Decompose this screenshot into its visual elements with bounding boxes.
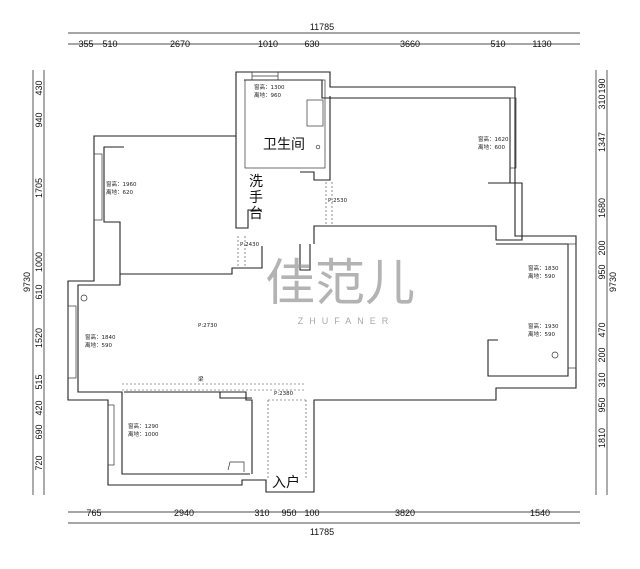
svg-text:窗高：1930: 窗高：1930 [528,322,559,330]
right-dimension-segment: 200 [597,347,607,362]
window-living-right [567,243,577,369]
right-dimension-segment: 950 [597,397,607,412]
top-dimension-segment: 510 [102,39,117,49]
window-note: 窗高：1620 离地：600 [478,135,509,151]
svg-text:窗高：1620: 窗高：1620 [478,135,509,143]
bottom-dimension-segment: 310 [254,508,269,518]
svg-text:窗高：1960: 窗高：1960 [106,180,137,188]
top-total-dimension: 11785 [310,22,334,32]
right-dimension-segment: 950 [597,264,607,279]
bathroom-outline [244,79,326,169]
top-dimension-segment: 2670 [170,39,190,49]
right-total-dimension: 9730 [608,272,618,292]
svg-text:窗高：1300: 窗高：1300 [254,83,285,91]
right-dimension-chain: 190 310 1347 1680 200 950 470 200 310 95… [595,70,618,495]
entrance-label: 入户 [272,474,300,491]
bottom-dimension-segment: 3820 [395,508,415,518]
washbasin-label-char: 手 [249,190,263,206]
svg-text:离地：590: 离地：590 [85,341,112,349]
svg-text:离地：590: 离地：590 [528,272,555,280]
right-dimension-segment: 310 [597,94,607,109]
bottom-dimension-chain: 765 2940 310 950 100 3820 1540 11785 [68,508,580,537]
pipe-icon [551,351,559,359]
window-note: 窗高：1930 离地：590 [528,322,559,338]
top-dimension-segment: 3660 [400,39,420,49]
left-dimension-segment: 515 [34,374,44,389]
left-dimension-segment: 1520 [34,328,44,348]
window-note: 窗高：1840 离地：590 [85,333,116,349]
svg-text:离地：590: 离地：590 [528,330,555,338]
door-height-note: P:2430 [240,242,260,248]
top-dimension-segment: 510 [490,39,505,49]
bottom-dimension-segment: 765 [86,508,101,518]
window-note: 窗高：1300 离地：960 [254,83,285,99]
top-dimension-segment: 630 [304,39,319,49]
window-note: 窗高：1960 离地：620 [106,180,137,196]
left-dimension-segment: 1000 [34,252,44,272]
washbasin-label-char: 洗 [249,174,263,190]
pipe-icon [315,144,321,150]
right-dimension-segment: 1810 [597,428,607,448]
walls [67,71,577,493]
top-dimension-chain: 11785 355 510 2670 1010 630 3660 510 113… [68,22,580,49]
bottom-dimension-segment: 2940 [174,508,194,518]
bottom-dimension-segment: 950 [281,508,296,518]
svg-text:离地：1000: 离地：1000 [128,430,159,438]
bathroom-label: 卫生间 [263,137,305,153]
left-dimension-segment: 690 [34,424,44,439]
left-total-dimension: 9730 [22,272,32,292]
bottom-dimension-segment: 100 [304,508,319,518]
window-living-left [67,305,77,379]
right-dimension-segment: 470 [597,322,607,337]
svg-text:窗高：1290: 窗高：1290 [128,422,159,430]
svg-text:离地：960: 离地：960 [254,91,281,99]
washbasin-label-char: 台 [249,206,263,222]
right-dimension-segment: 1347 [597,132,607,152]
left-dimension-segment: 940 [34,112,44,127]
right-dimension-segment: 310 [597,372,607,387]
left-dimension-segment: 430 [34,80,44,95]
left-dimension-segment: 610 [34,284,44,299]
top-dimension-segment: 1010 [258,39,278,49]
left-dimension-segment: 1705 [34,178,44,198]
svg-text:离地：620: 离地：620 [106,188,133,196]
watermark-subtitle: ZHUFANER [298,316,395,326]
watermark-logo: 佳范儿 [265,254,415,312]
window-left-bedroom [93,153,103,221]
window-note: 窗高：1290 离地：1000 [128,422,159,438]
beam-label: 梁 [198,375,204,383]
left-dimension-chain: 9730 430 940 1705 1000 610 1520 515 420 … [22,70,45,495]
door-height-note: P:2380 [274,391,294,397]
window-note: 窗高：1830 离地：590 [528,264,559,280]
top-dimension-segment: 1130 [532,39,551,49]
left-dimension-segment: 420 [34,400,44,415]
right-dimension-segment: 190 [597,78,607,93]
outer-wall [67,71,577,493]
right-dimension-segment: 200 [597,240,607,255]
top-dimension-segment: 355 [78,39,93,49]
pipe-icon [80,294,88,302]
svg-text:窗高：1830: 窗高：1830 [528,264,559,272]
left-dimension-segment: 720 [34,455,44,470]
svg-text:窗高：1840: 窗高：1840 [85,333,116,341]
bottom-dimension-segment: 1540 [530,508,550,518]
door-height-note: P:2730 [198,323,218,329]
right-dimension-segment: 1680 [597,198,607,218]
bottom-total-dimension: 11785 [310,527,334,537]
window-small-bedroom [107,404,115,466]
door-height-note: P:2530 [328,198,348,204]
window-right-bedroom [509,97,517,169]
svg-text:离地：600: 离地：600 [478,143,505,151]
